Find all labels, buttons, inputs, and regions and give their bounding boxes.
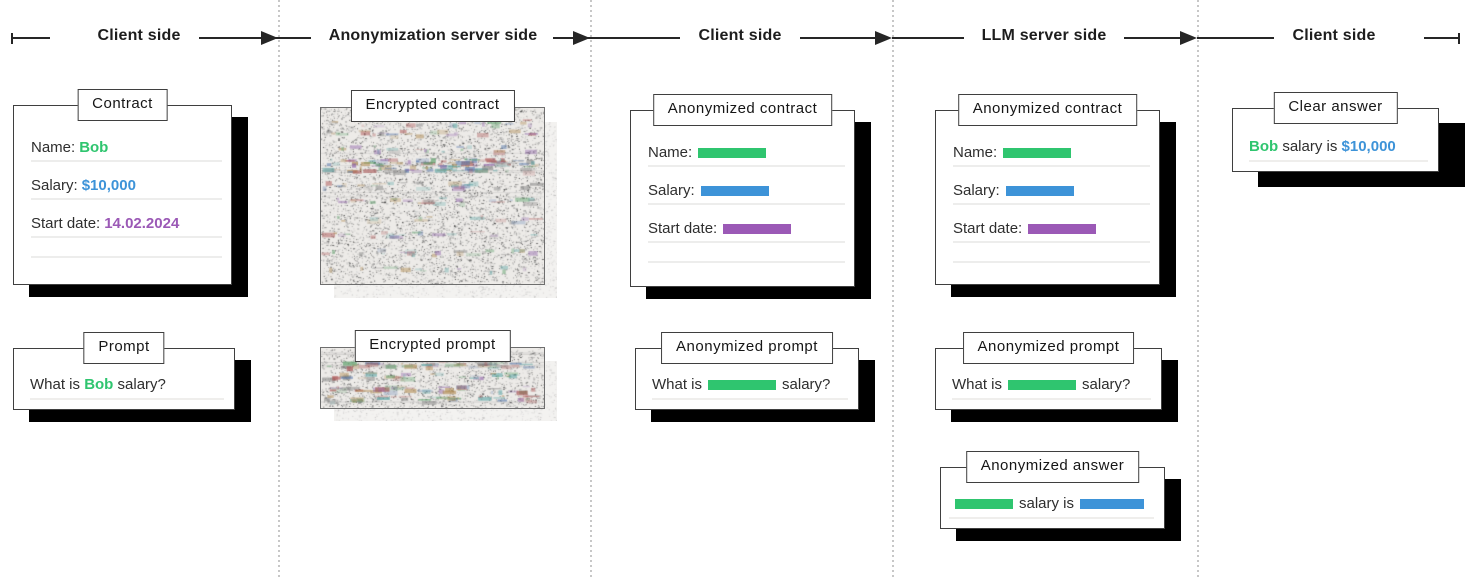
header-label-client-2: Client side [698,27,782,44]
anonymized-prompt-title: Anonymized prompt [962,332,1135,364]
encrypted-prompt-title: Encrypted prompt [354,330,511,362]
anonymized-contract-fields: Name: Salary: Start date: [953,144,1150,243]
anonymized-prompt-text: What is salary? [652,375,848,400]
anonymized-field-row: Start date: [648,220,845,243]
anonymized-field-row: Salary: [648,182,845,205]
field-value: Bob [79,139,109,156]
redaction-bar [708,380,777,391]
header-label-llm-server: LLM server side [981,27,1107,44]
redaction-bar [1080,499,1145,510]
contract-card-title: Contract [77,89,168,121]
field-label: Start date: [648,220,718,237]
clear-answer-title: Clear answer [1273,92,1398,124]
empty-ruled-line [953,244,1150,263]
anonymized-prompt-text: What is salary? [952,375,1151,400]
redaction-bar [1005,186,1074,197]
flow-line [800,37,875,40]
anonymized-field-row: Name: [953,144,1150,167]
clear-answer-text: Bob salary is $10,000 [1249,137,1428,162]
flow-arrow-icon [875,31,892,45]
anonymized-field-row: Name: [648,144,845,167]
flow-arrow-icon [1180,31,1197,45]
prompt-card-title: Prompt [83,332,165,364]
redaction-bar [723,224,792,235]
field-label: Start date: [953,220,1023,237]
noise-canvas [320,107,545,285]
contract-card: Contract Name:Bob Salary:$10,000 Start d… [13,89,232,285]
prompt-highlight: Bob [84,376,114,393]
section-separator [278,0,280,577]
flow-line [12,37,50,40]
field-label: Name: [31,139,76,156]
flow-line [278,37,311,40]
prompt-text-before: What is [30,376,85,393]
field-label: Name: [648,144,693,161]
encrypted-contract-image: Encrypted contract [320,90,545,285]
prompt-text-after: salary? [113,376,166,393]
redaction-bar [955,499,1013,510]
field-label: Start date: [31,215,101,232]
contract-fields: Name:Bob Salary:$10,000 Start date:14.02… [31,139,222,238]
prompt-text-after: salary? [1082,376,1131,393]
header-label-client-1: Client side [97,27,181,44]
contract-field-row: Name:Bob [31,139,222,162]
anonymized-prompt-card: Anonymized prompt What is salary? [635,332,859,410]
answer-middle-text: salary is [1278,138,1342,155]
header-label-anonymization-server: Anonymization server side [328,27,538,44]
flow-line [199,37,295,40]
anonymized-answer-text: salary is [949,494,1154,519]
prompt-text-after: salary? [782,376,831,393]
prompt-text-before: What is [652,376,703,393]
field-label: Salary: [953,182,1000,199]
field-value: 14.02.2024 [104,215,180,232]
clear-answer-card: Clear answer Bob salary is $10,000 [1232,92,1439,172]
redaction-bar [1028,224,1097,235]
anonymized-answer-card: Anonymized answer salary is [940,451,1165,529]
empty-ruled-line [31,239,222,258]
anonymized-prompt-card-llm: Anonymized prompt What is salary? [935,332,1162,410]
answer-name: Bob [1249,138,1279,155]
prompt-card: Prompt What is Bob salary? [13,332,235,410]
anonymized-contract-fields: Name: Salary: Start date: [648,144,845,243]
flow-arrow-icon [261,31,278,45]
contract-field-row: Start date:14.02.2024 [31,215,222,238]
redaction-bar [700,186,769,197]
flow-end-tick [1458,33,1461,44]
redaction-bar [698,148,767,159]
flow-line [892,37,964,40]
section-separator [1197,0,1199,577]
answer-middle-text: salary is [1019,495,1075,512]
encrypted-contract-title: Encrypted contract [350,90,515,122]
anonymized-contract-title: Anonymized contract [957,94,1138,126]
flow-line [590,37,680,40]
redaction-bar [1008,380,1077,391]
prompt-text: What is Bob salary? [30,375,224,400]
section-separator [892,0,894,577]
flow-line [1424,37,1460,40]
answer-salary: $10,000 [1341,138,1396,155]
anonymized-contract-card-llm: Anonymized contract Name: Salary: Start … [935,94,1160,285]
anonymized-contract-card: Anonymized contract Name: Salary: Start … [630,94,855,287]
anonymized-answer-title: Anonymized answer [965,451,1140,483]
anonymized-field-row: Start date: [953,220,1150,243]
prompt-text-before: What is [952,376,1003,393]
flow-arrow-icon [573,31,590,45]
section-separator [590,0,592,577]
flow-line [1124,37,1180,40]
field-label: Salary: [648,182,695,199]
field-value: $10,000 [81,177,136,194]
field-label: Salary: [31,177,78,194]
header-label-client-3: Client side [1292,27,1376,44]
contract-field-row: Salary:$10,000 [31,177,222,200]
encrypted-prompt-image: Encrypted prompt [320,330,545,409]
field-label: Name: [953,144,998,161]
anonymized-contract-title: Anonymized contract [652,94,833,126]
anonymized-field-row: Salary: [953,182,1150,205]
anonymized-prompt-title: Anonymized prompt [661,332,833,364]
flow-line [1197,37,1274,40]
empty-ruled-line [648,244,845,263]
redaction-bar [1003,148,1072,159]
